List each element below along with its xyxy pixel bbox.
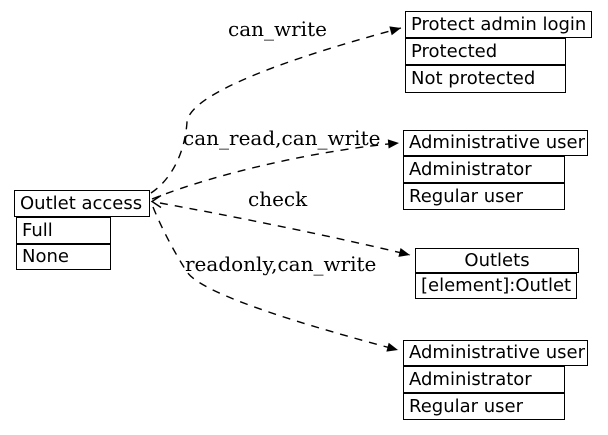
node-outlets-header: Outlets xyxy=(415,248,579,273)
node-outlets-row-element-outlet: [element]:Outlet xyxy=(415,273,577,299)
edge-check xyxy=(159,202,411,257)
node-outlet-access-row-none: None xyxy=(16,244,111,270)
node-outlet-access-header: Outlet access xyxy=(14,190,150,217)
node-protect-admin-login-header: Protect admin login xyxy=(405,11,592,38)
edge-label-can-write: can_write xyxy=(228,17,327,41)
edge-label-can-read-can-write: can_read,can_write xyxy=(183,126,381,150)
edge-label-check: check xyxy=(248,187,308,211)
node-administrative-user-2-header: Administrative user xyxy=(403,340,588,366)
node-protect-admin-login-row-protected: Protected xyxy=(405,38,566,65)
node-administrative-user-1-row-administrator: Administrator xyxy=(403,156,565,183)
node-administrative-user-2-row-administrator: Administrator xyxy=(403,366,565,393)
edge-label-readonly-can-write: readonly,can_write xyxy=(185,252,377,276)
node-administrative-user-1-row-regular-user: Regular user xyxy=(403,183,565,210)
node-protect-admin-login-row-not-protected: Not protected xyxy=(405,65,566,93)
vee-arrowhead-icon xyxy=(150,194,162,209)
edge-can-read-can-write xyxy=(151,139,400,200)
node-administrative-user-1-header: Administrative user xyxy=(403,130,588,156)
edge-readonly-can-write xyxy=(152,206,399,352)
edge-can-write xyxy=(150,26,402,194)
node-outlet-access-row-full: Full xyxy=(16,217,111,244)
node-administrative-user-2-row-regular-user: Regular user xyxy=(403,393,565,420)
